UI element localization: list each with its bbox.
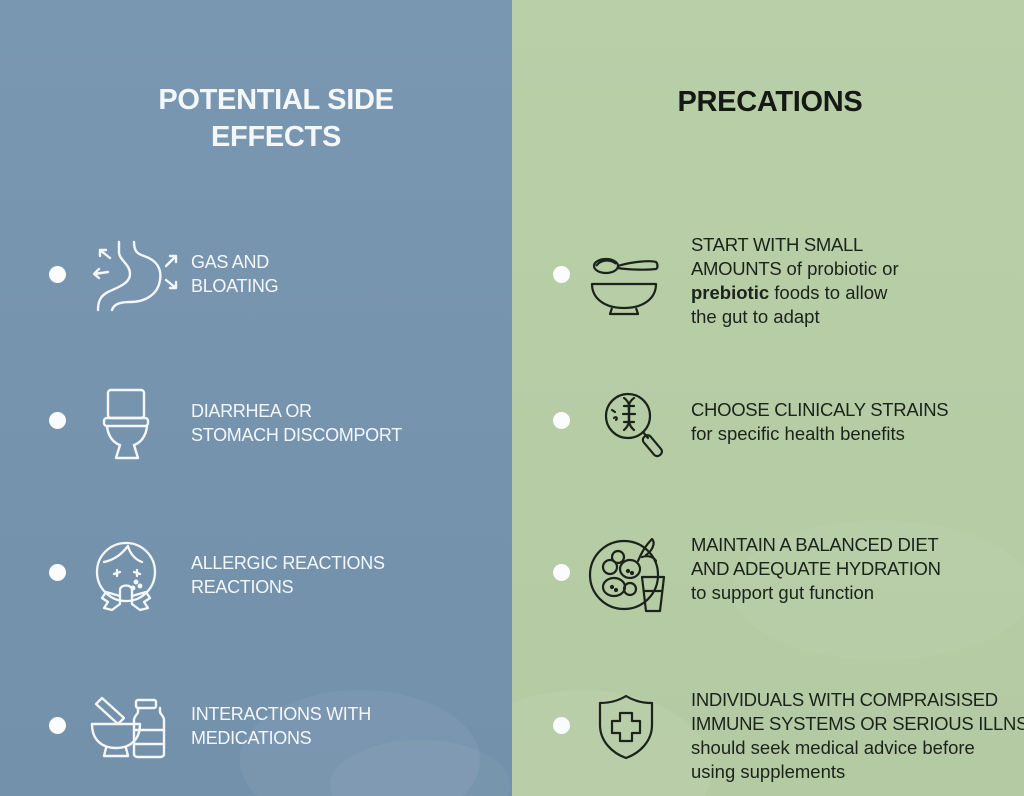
text-line: should seek medical advice before — [691, 737, 975, 758]
text-line: INTERACTIONS WITH — [191, 704, 371, 724]
precaution-text: START WITH SMALL AMOUNTS of probiotic or… — [691, 233, 899, 329]
text-line: of probiotic or — [781, 258, 899, 279]
text-line: CHOOSE CLINICALY STRAINS — [691, 399, 949, 420]
side-effects-panel: POTENTIAL SIDE EFFECTS GAS AND BLOATING — [0, 0, 512, 796]
plate-water-glass-icon — [586, 533, 670, 613]
text-line: BLOATING — [191, 276, 279, 296]
text-line: MAINTAIN A BALANCED DIET — [691, 534, 939, 555]
text-line: MEDICATIONS — [191, 728, 312, 748]
spoon-bowl-icon — [590, 254, 660, 318]
text-line: ALLERGIC REACTIONS — [191, 553, 385, 573]
bullet-dot — [49, 412, 66, 429]
precautions-title: PRECATIONS — [677, 86, 863, 118]
precaution-text: CHOOSE CLINICALY STRAINS for specific he… — [691, 398, 949, 446]
text-emphasis: AMOUNTS — [691, 258, 782, 279]
title-line: POTENTIAL SIDE — [158, 84, 394, 116]
bullet-dot — [553, 412, 570, 429]
text-line: STOMACH DISCOMPORT — [191, 425, 402, 445]
text-line: using supplements — [691, 761, 846, 782]
text-line: AND ADEQUATE HYDRATION — [691, 558, 941, 579]
text-line: to support gut function — [691, 582, 875, 603]
precautions-panel: PRECATIONS START WITH SMALL AMOUNTS of p… — [512, 0, 1024, 796]
bullet-dot — [553, 717, 570, 734]
stomach-icon — [86, 238, 180, 314]
bullet-dot — [553, 266, 570, 283]
background-blob — [240, 690, 480, 796]
text-line: foods to allow — [769, 282, 888, 303]
text-line: REACTIONS — [191, 577, 294, 597]
side-effect-text: ALLERGIC REACTIONS REACTIONS — [191, 551, 385, 599]
side-effect-text: GAS AND BLOATING — [191, 250, 279, 298]
mortar-pestle-bottle-icon — [90, 694, 168, 760]
side-effect-text: INTERACTIONS WITH MEDICATIONS — [191, 702, 371, 750]
text-line: GAS AND — [191, 252, 269, 272]
text-line: the gut to adapt — [691, 306, 820, 327]
medical-shield-icon — [596, 693, 656, 761]
text-line: for specific health benefits — [691, 423, 905, 444]
text-line: DIARRHEA OR — [191, 401, 312, 421]
side-effect-text: DIARRHEA OR STOMACH DISCOMPORT — [191, 399, 402, 447]
side-effects-title: POTENTIAL SIDE EFFECTS — [0, 82, 512, 156]
text-line: IMMUNE SYSTEMS OR SERIOUS ILLNSSE — [691, 713, 1024, 734]
bullet-dot — [49, 266, 66, 283]
text-line: START WITH SMALL — [691, 234, 864, 255]
bullet-dot — [49, 717, 66, 734]
toilet-icon — [100, 387, 154, 461]
precaution-text: INDIVIDUALS WITH COMPRAISISED IMMUNE SYS… — [691, 688, 1024, 784]
dna-magnifier-icon — [602, 390, 668, 464]
bullet-dot — [49, 564, 66, 581]
bullet-dot — [553, 564, 570, 581]
text-line: INDIVIDUALS WITH COMPRAISISED — [691, 689, 998, 710]
title-line: EFFECTS — [210, 121, 341, 153]
precaution-text: MAINTAIN A BALANCED DIET AND ADEQUATE HY… — [691, 533, 941, 605]
text-emphasis: prebiotic — [691, 282, 770, 303]
sneezing-face-icon — [92, 540, 160, 614]
background-blob — [732, 520, 1024, 660]
